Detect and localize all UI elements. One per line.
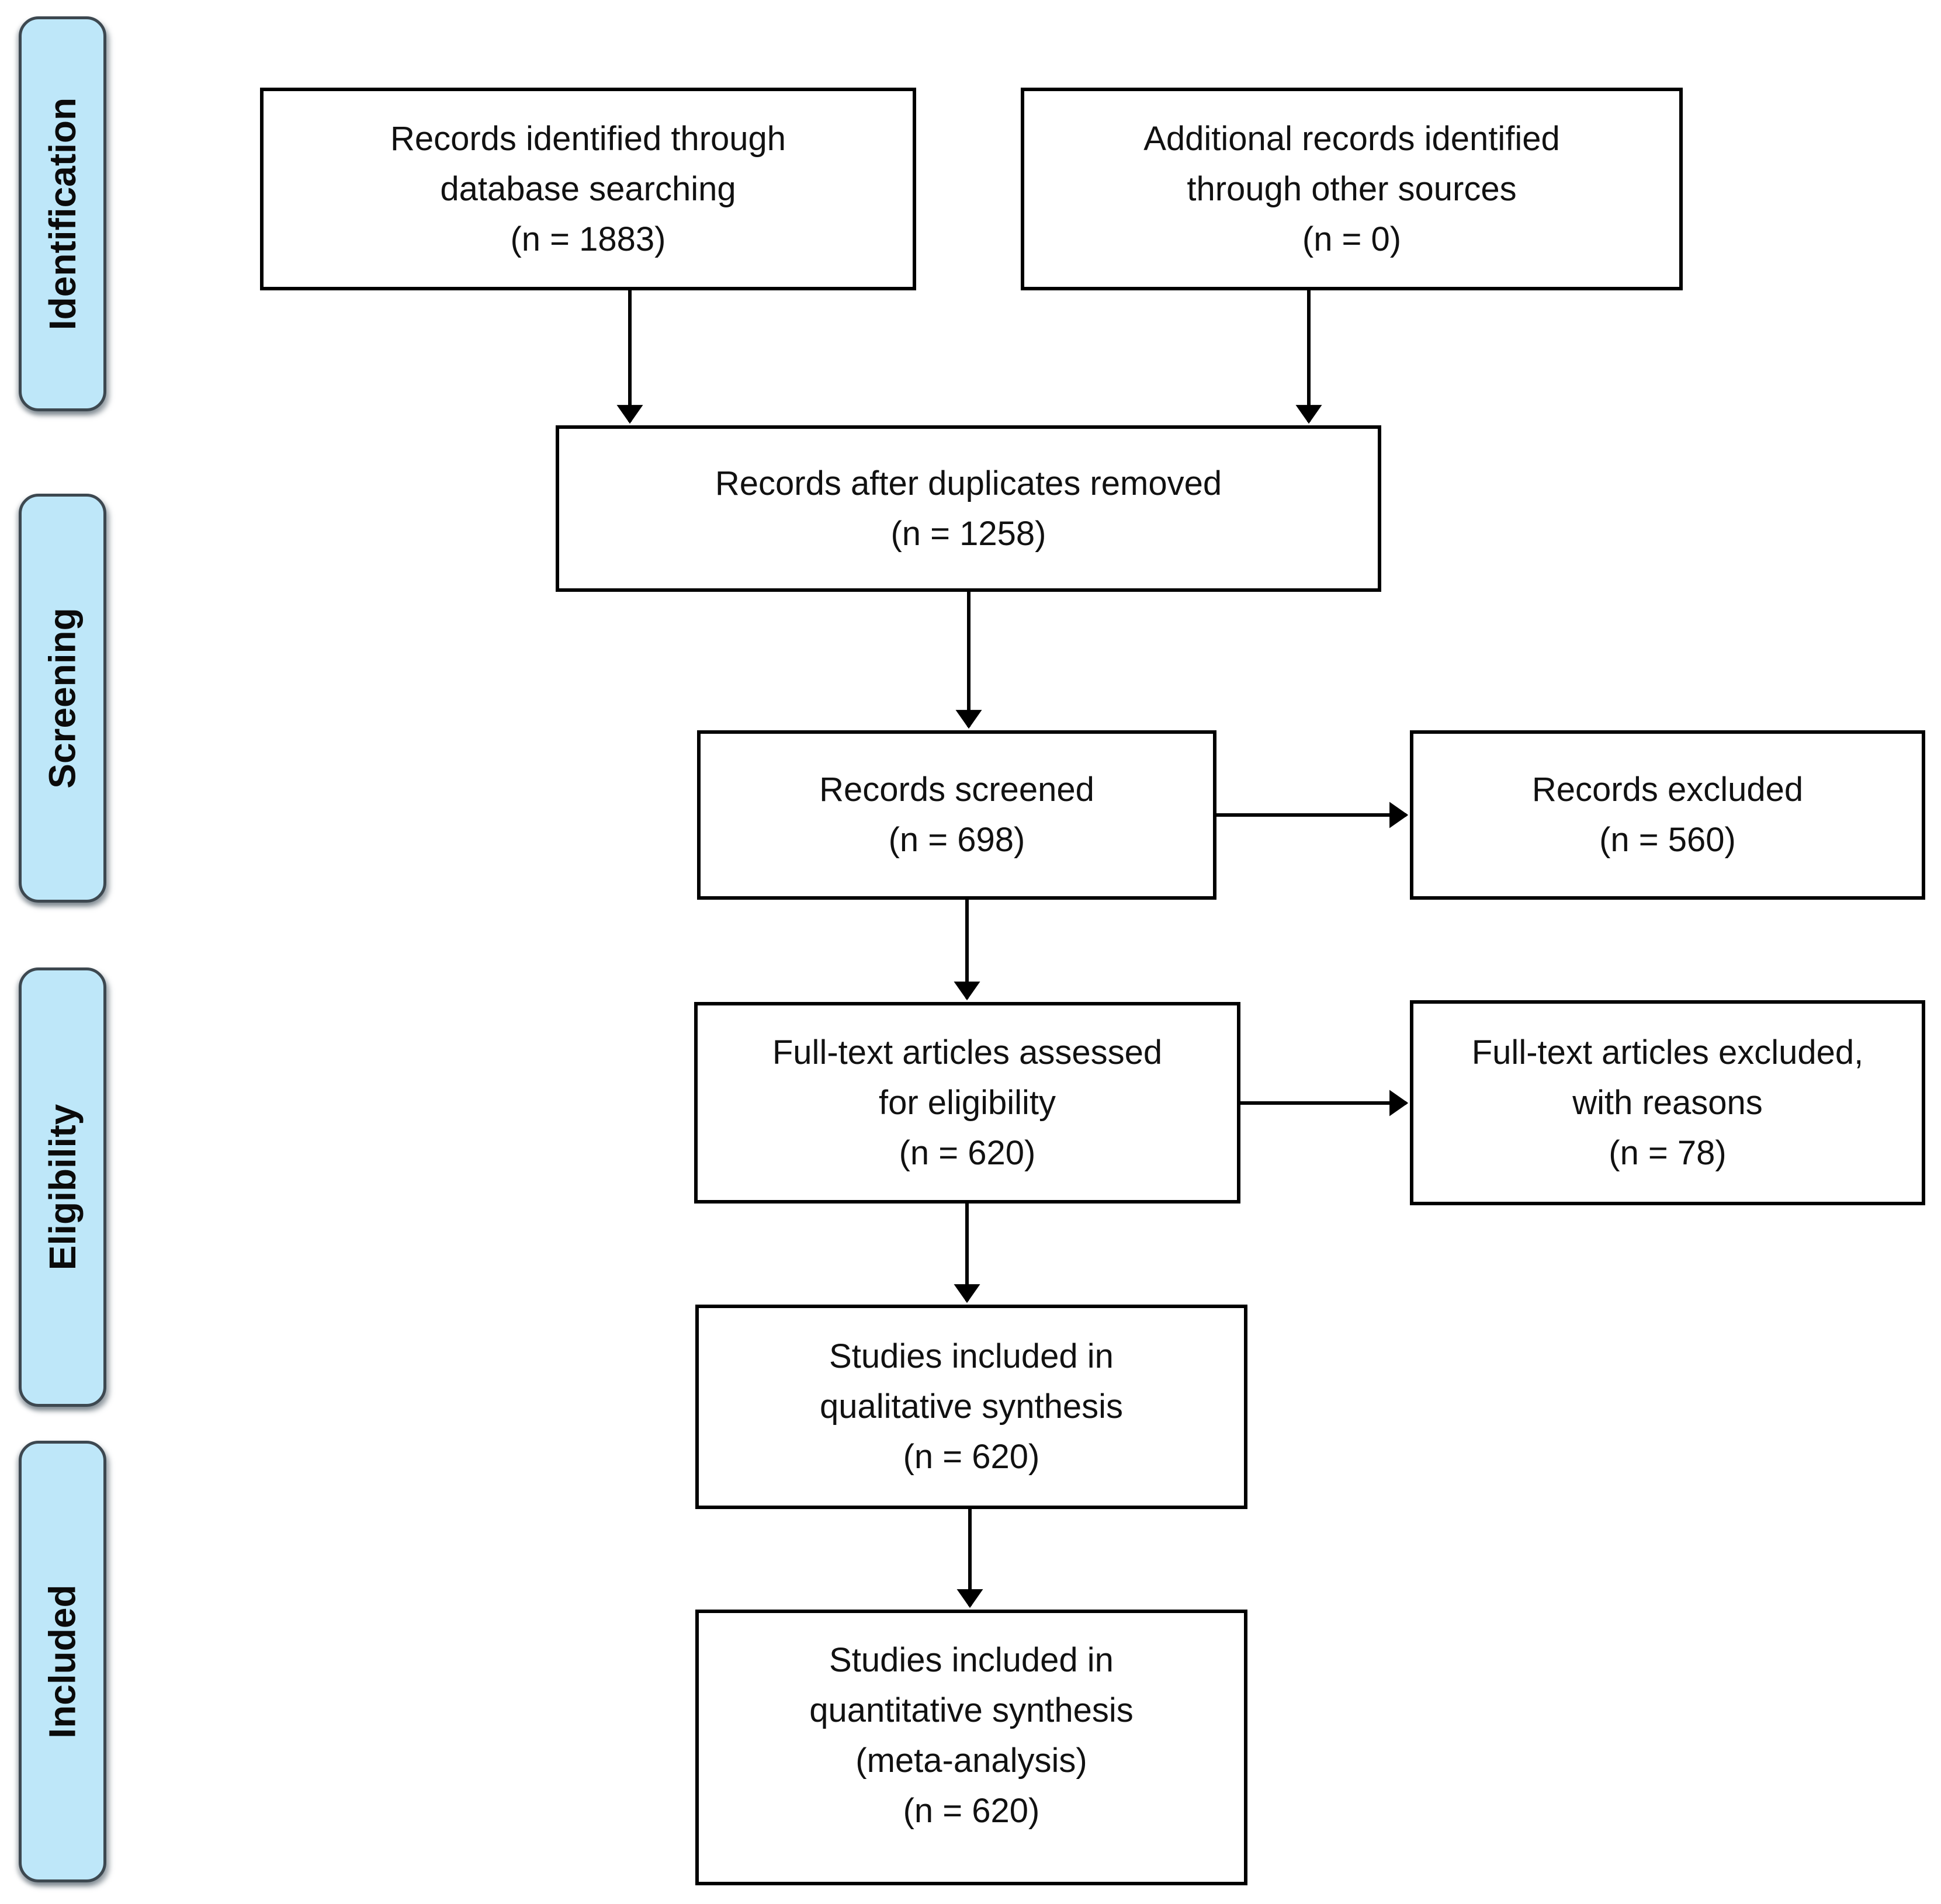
box-fulltext-excluded: Full-text articles excluded, with reason… [1410, 1000, 1925, 1205]
box-records-screened-line: Records screened [819, 771, 1094, 809]
box-quantitative-synthesis-line: (meta-analysis) [855, 1742, 1087, 1780]
box-quantitative-synthesis-count: (n = 620) [903, 1792, 1040, 1830]
box-fulltext-assessed-count: (n = 620) [899, 1133, 1036, 1172]
box-fulltext-assessed-line: Full-text articles assessed [772, 1033, 1163, 1071]
stage-included-label: Included [41, 1584, 84, 1739]
stage-eligibility-label: Eligibility [41, 1104, 84, 1271]
box-records-after-duplicates-line: Records after duplicates removed [715, 464, 1222, 502]
box-quantitative-synthesis: Studies included in quantitative synthes… [695, 1610, 1247, 1885]
box-fulltext-excluded-count: (n = 78) [1609, 1133, 1727, 1172]
box-records-identified-count: (n = 1883) [510, 220, 666, 258]
box-additional-records-count: (n = 0) [1302, 220, 1402, 258]
box-records-screened: Records screened (n = 698) [697, 730, 1216, 900]
stage-identification: Identification [19, 16, 106, 411]
stage-identification-label: Identification [41, 97, 84, 331]
box-additional-records: Additional records identified through ot… [1021, 88, 1683, 290]
box-quantitative-synthesis-line: Studies included in [829, 1641, 1114, 1679]
box-records-excluded-line: Records excluded [1531, 771, 1804, 809]
box-quantitative-synthesis-line: quantitative synthesis [809, 1691, 1134, 1729]
stage-screening-label: Screening [41, 608, 84, 789]
box-fulltext-excluded-line: Full-text articles excluded, [1471, 1033, 1864, 1071]
box-records-excluded: Records excluded (n = 560) [1410, 730, 1925, 900]
stage-included: Included [19, 1441, 106, 1882]
box-records-screened-count: (n = 698) [888, 821, 1025, 859]
box-additional-records-line: Additional records identified [1143, 119, 1560, 158]
box-qualitative-synthesis-count: (n = 620) [903, 1438, 1040, 1476]
stage-screening: Screening [19, 494, 106, 903]
box-fulltext-excluded-line: with reasons [1572, 1083, 1763, 1122]
box-fulltext-assessed-line: for eligibility [879, 1083, 1056, 1122]
box-qualitative-synthesis-line: Studies included in [829, 1337, 1114, 1375]
box-records-after-duplicates: Records after duplicates removed (n = 12… [556, 425, 1381, 592]
box-records-identified-line: database searching [440, 169, 736, 208]
box-records-identified-line: Records identified through [390, 119, 786, 158]
box-qualitative-synthesis: Studies included in qualitative synthesi… [695, 1305, 1247, 1509]
box-qualitative-synthesis-line: qualitative synthesis [819, 1388, 1124, 1426]
box-records-identified: Records identified through database sear… [260, 88, 916, 290]
stage-eligibility: Eligibility [19, 967, 106, 1407]
box-records-excluded-count: (n = 560) [1599, 821, 1736, 859]
box-fulltext-assessed: Full-text articles assessed for eligibil… [694, 1002, 1240, 1204]
box-records-after-duplicates-count: (n = 1258) [890, 514, 1046, 553]
box-additional-records-line: through other sources [1187, 169, 1517, 208]
